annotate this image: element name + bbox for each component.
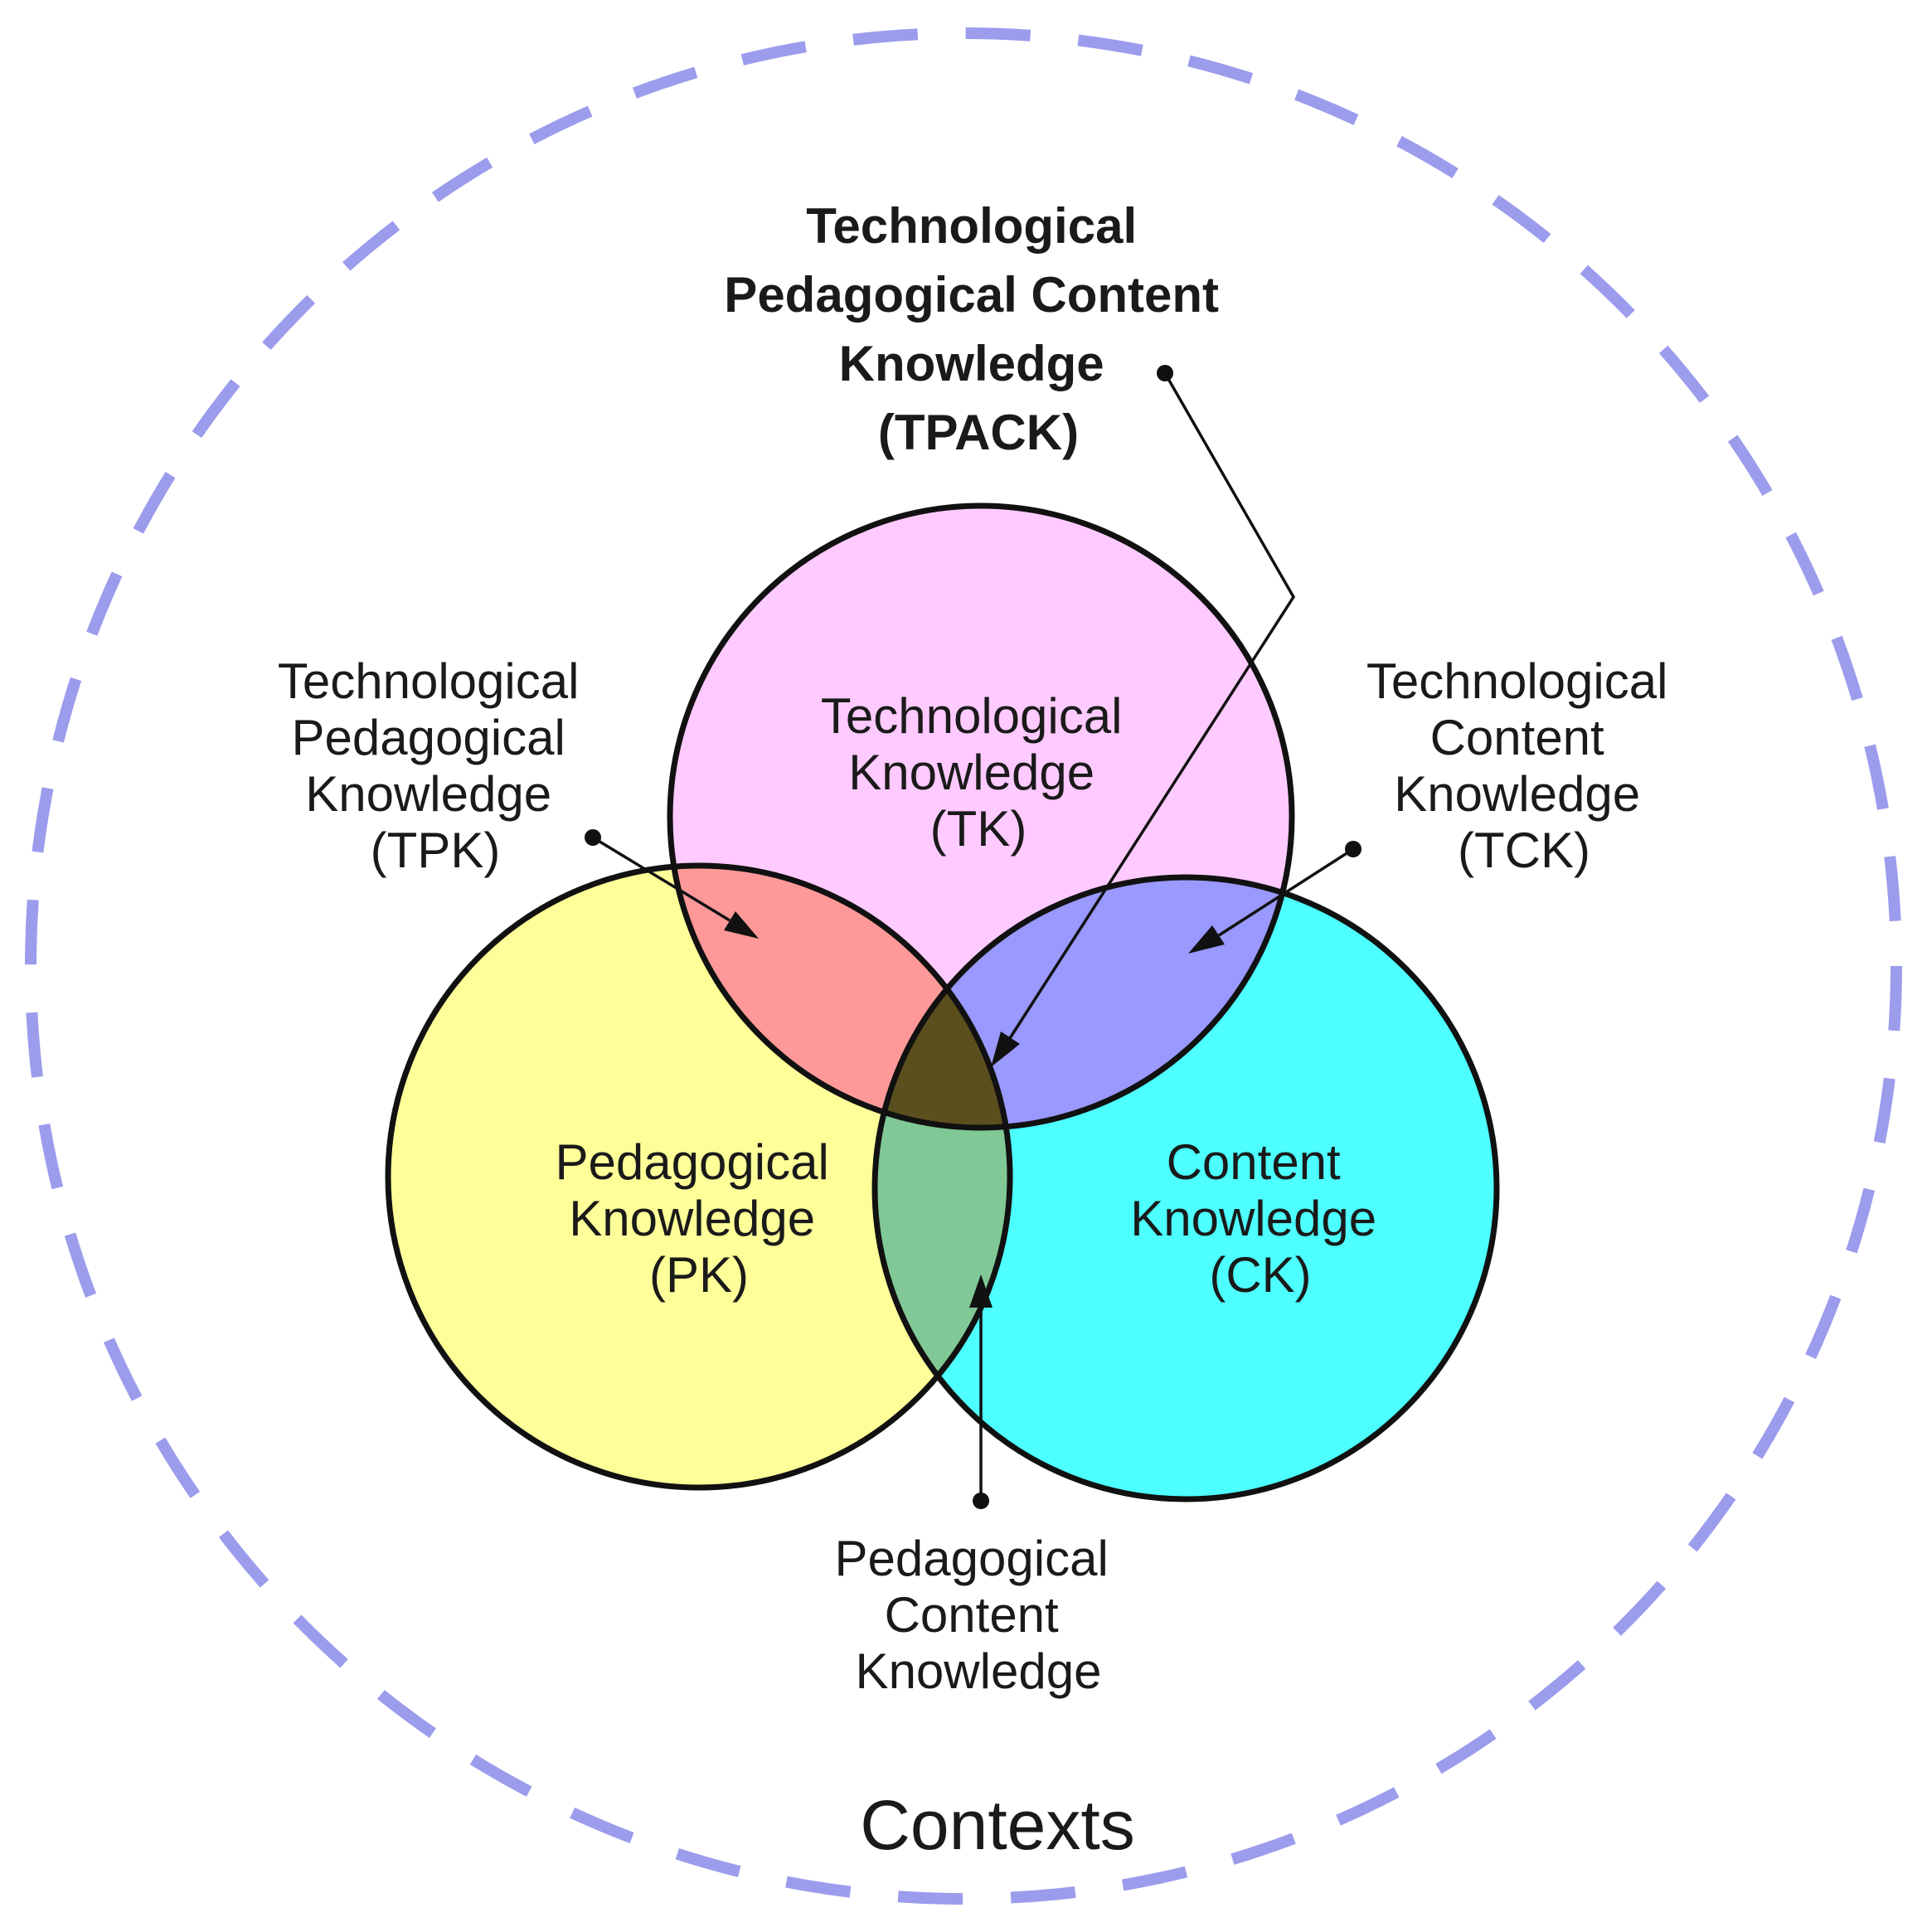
tck-overlap xyxy=(875,877,1292,1128)
ck-label: Content Knowledge (CK) xyxy=(1130,1134,1391,1303)
ck-outline xyxy=(871,874,1500,1502)
contexts-label: Contexts xyxy=(860,1786,1135,1864)
tpack-label: Technological Pedagogical Content Knowle… xyxy=(724,198,1232,460)
tck-label: Technological Content Knowledge (TCK) xyxy=(1366,653,1682,878)
tpack-pointer xyxy=(991,365,1296,1067)
contexts-ring xyxy=(25,27,1902,1905)
tpk-label: Technological Pedagogical Knowledge (TPK… xyxy=(278,653,593,878)
tpk-pointer xyxy=(585,829,759,939)
tck-pointer xyxy=(1188,841,1362,954)
pk-label: Pedagogical Knowledge (PK) xyxy=(556,1134,843,1303)
pck-label: Pedagogical Content Knowledge xyxy=(835,1531,1123,1699)
tk-outline xyxy=(667,502,1295,1131)
pck-pointer xyxy=(969,1274,993,1509)
tpk-overlap xyxy=(670,866,1010,1128)
pk-outline xyxy=(385,862,1013,1491)
tk-label: Technological Knowledge (TK) xyxy=(821,688,1136,857)
